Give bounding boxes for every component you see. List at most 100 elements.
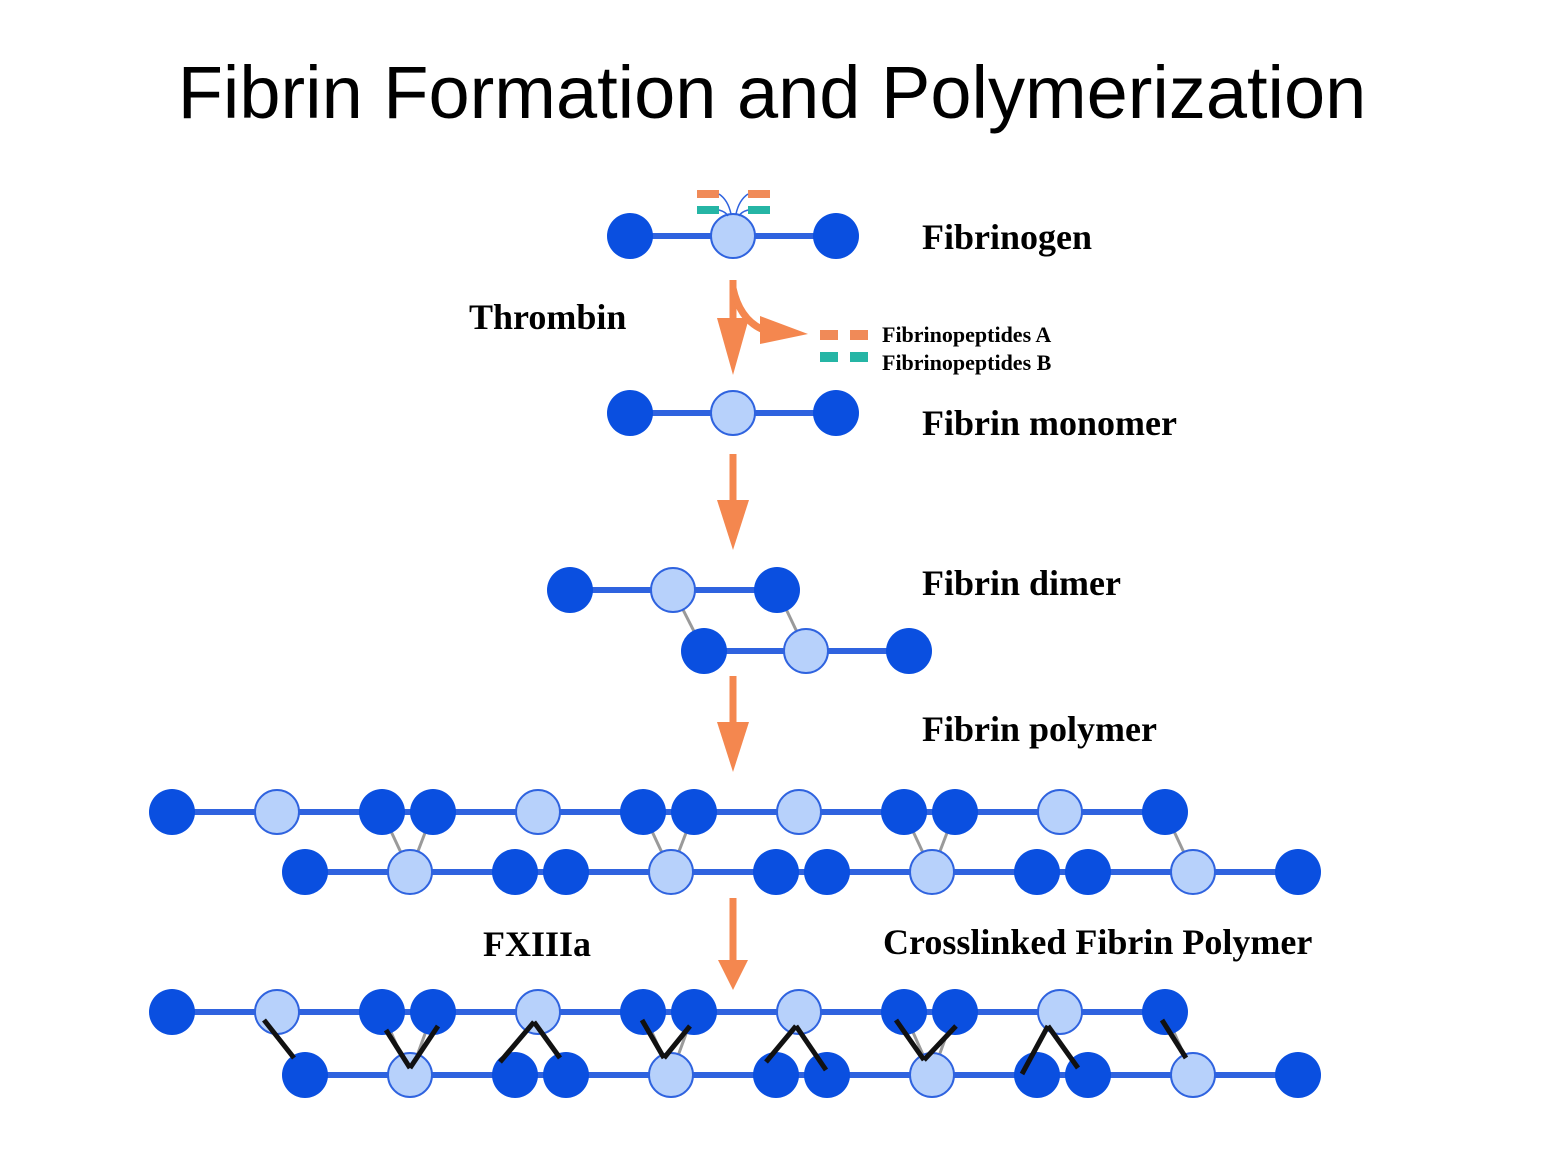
end-node xyxy=(753,1052,799,1098)
end-node xyxy=(1065,849,1111,895)
fxiiia-label: FXIIIa xyxy=(483,924,592,964)
end-node xyxy=(886,628,932,674)
center-node xyxy=(254,989,300,1035)
fibrinopeptides-legend xyxy=(820,330,868,362)
crosslink-bond xyxy=(1159,1018,1189,1060)
crosslink-bond xyxy=(1045,1024,1081,1070)
end-node xyxy=(620,989,666,1035)
crosslink-bond xyxy=(262,1018,296,1060)
center-node xyxy=(648,849,694,895)
end-node xyxy=(932,789,978,835)
center-node xyxy=(1037,989,1083,1035)
end-node xyxy=(607,390,653,436)
thrombin-label: Thrombin xyxy=(469,297,627,337)
crosslink-bond xyxy=(922,1024,958,1062)
fibrinopeptide-a-bar xyxy=(748,190,770,198)
end-node xyxy=(282,1052,328,1098)
center-node xyxy=(387,849,433,895)
fibrinopeptide-a-swatch xyxy=(850,330,868,340)
end-node xyxy=(881,989,927,1035)
fibrin-monomer-label: Fibrin monomer xyxy=(922,403,1177,443)
fibrin-dimer-molecule xyxy=(547,567,932,674)
fibrinopeptide-b-bar xyxy=(697,206,719,214)
fibrinopeptide-b-swatch xyxy=(820,352,838,362)
crosslink-bond xyxy=(764,1024,798,1064)
center-node xyxy=(1170,849,1216,895)
center-node xyxy=(1170,1052,1216,1098)
end-node xyxy=(804,1052,850,1098)
fibrinopeptide-tether xyxy=(738,209,749,217)
crosslink-bond xyxy=(383,1028,413,1070)
fibrin-polymer-label: Fibrin polymer xyxy=(922,709,1157,749)
end-node xyxy=(410,789,456,835)
fibrinopeptide-b-swatch xyxy=(850,352,868,362)
crosslink-bond xyxy=(1019,1024,1051,1076)
fibrin-polymer xyxy=(149,789,1321,895)
end-node xyxy=(1142,989,1188,1035)
center-node xyxy=(776,789,822,835)
crosslink-bond xyxy=(498,1020,536,1064)
center-node xyxy=(1037,789,1083,835)
end-node xyxy=(359,989,405,1035)
fibrinopeptides-b-label: Fibrinopeptides B xyxy=(882,350,1052,375)
end-node xyxy=(813,390,859,436)
end-node xyxy=(543,849,589,895)
center-node xyxy=(254,789,300,835)
fibrin-monomer-molecule xyxy=(607,390,859,436)
end-node xyxy=(813,213,859,259)
process-arrow xyxy=(717,454,749,550)
end-node xyxy=(149,989,195,1035)
crosslink-bond xyxy=(639,1018,667,1060)
fibrinopeptide-b-bar xyxy=(748,206,770,214)
center-node xyxy=(515,989,561,1035)
end-node xyxy=(547,567,593,613)
end-node xyxy=(681,628,727,674)
center-node xyxy=(648,1052,694,1098)
fxiiia-arrow xyxy=(718,898,748,990)
end-node xyxy=(1275,849,1321,895)
end-node xyxy=(1014,849,1060,895)
end-node xyxy=(149,789,195,835)
end-node xyxy=(607,213,653,259)
end-node xyxy=(359,789,405,835)
process-arrow xyxy=(717,676,749,772)
end-node xyxy=(492,1052,538,1098)
center-node xyxy=(783,628,829,674)
end-node xyxy=(881,789,927,835)
end-node xyxy=(932,989,978,1035)
end-node xyxy=(410,989,456,1035)
end-node xyxy=(282,849,328,895)
center-node xyxy=(909,1052,955,1098)
fibrinogen-molecule xyxy=(607,190,859,259)
crosslink-bond xyxy=(662,1024,692,1060)
crosslinked-fibrin-polymer-label: Crosslinked Fibrin Polymer xyxy=(883,922,1313,962)
end-node xyxy=(1014,1052,1060,1098)
fibrinopeptides-a-label: Fibrinopeptides A xyxy=(882,322,1052,347)
page-title: Fibrin Formation and Polymerization xyxy=(177,51,1367,134)
center-node xyxy=(710,390,756,436)
fibrin-dimer-label: Fibrin dimer xyxy=(922,563,1121,603)
end-node xyxy=(492,849,538,895)
thrombin-arrow xyxy=(717,280,808,375)
end-node xyxy=(754,567,800,613)
crosslink-bond xyxy=(531,1020,563,1060)
crosslink-bond xyxy=(407,1024,441,1070)
end-node xyxy=(671,789,717,835)
crosslink-bond xyxy=(893,1018,927,1062)
end-node xyxy=(543,1052,589,1098)
center-node xyxy=(515,789,561,835)
end-node xyxy=(1275,1052,1321,1098)
end-node xyxy=(620,789,666,835)
end-node xyxy=(671,989,717,1035)
fibrinopeptide-tether xyxy=(718,209,729,217)
center-node xyxy=(650,567,696,613)
center-node xyxy=(387,1052,433,1098)
end-node xyxy=(753,849,799,895)
fibrinogen-label: Fibrinogen xyxy=(922,217,1093,257)
crosslinked-fibrin-polymer xyxy=(149,989,1321,1098)
fibrinopeptide-tether xyxy=(735,193,749,215)
end-node xyxy=(1142,789,1188,835)
fibrinopeptide-a-bar xyxy=(697,190,719,198)
fibrinopeptide-a-swatch xyxy=(820,330,838,340)
